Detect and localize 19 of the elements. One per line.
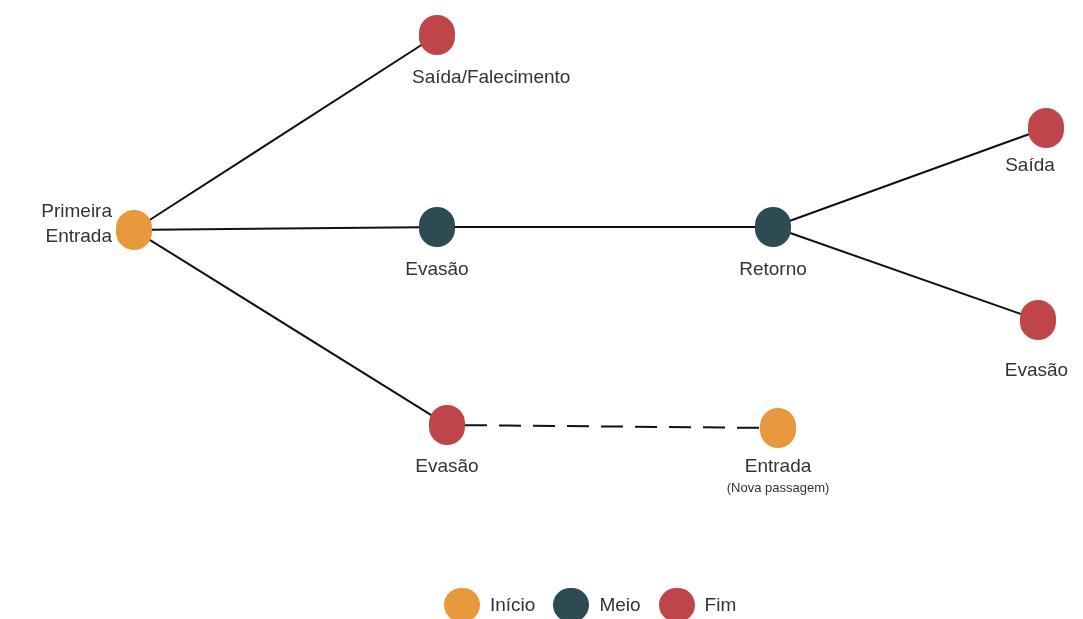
node-label: Entrada bbox=[743, 454, 813, 478]
connector-line bbox=[148, 44, 423, 221]
node-label: Primeira Entrada bbox=[40, 199, 112, 248]
node-label: Evasão bbox=[404, 257, 470, 281]
node-label: (Nova passagem) bbox=[725, 479, 831, 497]
connector-line bbox=[789, 133, 1030, 222]
node-label: Retorno bbox=[738, 257, 808, 281]
connector-line bbox=[151, 226, 420, 231]
connector-line bbox=[148, 238, 433, 417]
node-label: Saída bbox=[1004, 153, 1056, 177]
node-label: Evasão bbox=[1003, 358, 1070, 382]
node-label: Evasão bbox=[414, 454, 480, 478]
legend-label: Início bbox=[490, 592, 536, 617]
legend-label: Meio bbox=[599, 592, 641, 617]
legend-label: Fim bbox=[704, 592, 737, 617]
connector-line bbox=[464, 424, 761, 429]
connector-line bbox=[789, 232, 1022, 315]
node-label: Saída/Falecimento bbox=[412, 65, 572, 89]
connector-line bbox=[454, 226, 756, 228]
